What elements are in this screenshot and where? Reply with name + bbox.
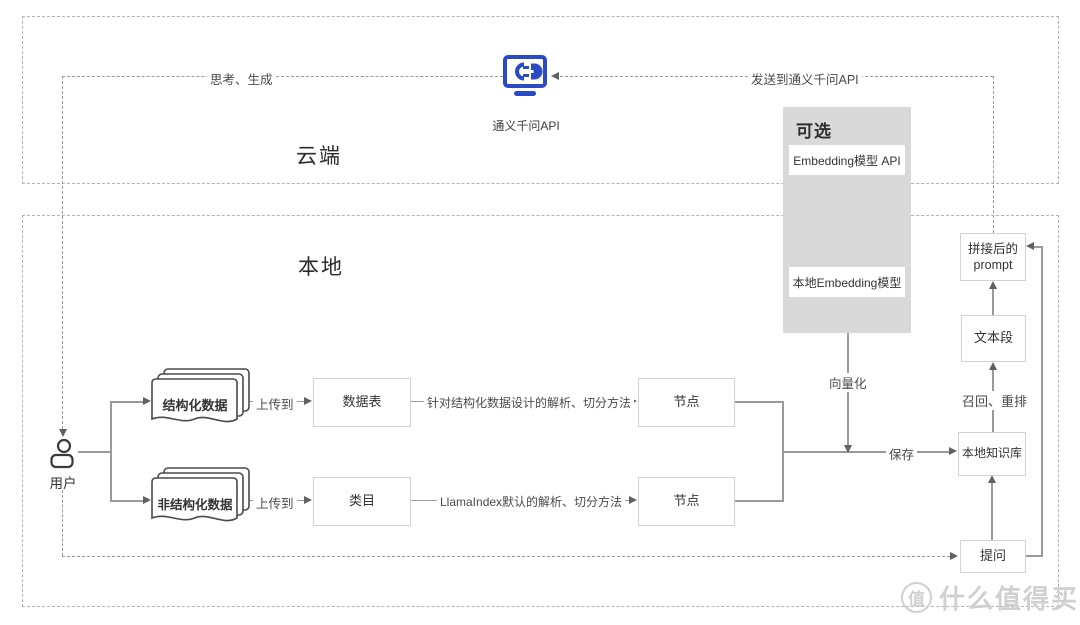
arrow-right-icon	[143, 496, 151, 504]
knowledge-base-box: 本地知识库	[958, 432, 1026, 476]
edge-label-upload-top: 上传到	[253, 394, 297, 413]
data-table-label: 数据表	[342, 394, 382, 410]
arrow-left-icon	[1026, 242, 1034, 250]
node-bottom-box: 节点	[638, 477, 735, 526]
connector-question-right	[1026, 555, 1042, 557]
cloud-region	[22, 16, 1059, 184]
prompt-box: 拼接后的 prompt	[960, 233, 1026, 281]
optional-panel-title: 可选	[796, 122, 832, 141]
text-segment-label: 文本段	[973, 330, 1013, 346]
connector-into-prompt	[1034, 246, 1042, 248]
connector-question-to-kb	[991, 483, 993, 540]
arrow-right-icon	[304, 397, 312, 405]
prompt-label-line1: 拼接后的	[967, 241, 1018, 256]
connector-user-right	[78, 451, 110, 453]
arrow-down-icon	[59, 429, 67, 437]
cloud-region-label: 云端	[296, 145, 342, 168]
arrow-up-icon	[989, 362, 997, 370]
edge-label-structured-parse: 针对结构化数据设计的解析、切分方法	[424, 394, 635, 411]
connector-text-to-prompt	[992, 288, 994, 315]
local-embedding-item: 本地Embedding模型	[789, 267, 905, 297]
structured-data-label: 结构化数据	[162, 398, 228, 413]
connector-branch-vertical	[110, 401, 112, 501]
connector-think-generate	[62, 76, 503, 77]
arrow-down-icon	[844, 445, 852, 453]
structured-data-stack-icon	[142, 368, 254, 432]
unstructured-data-stack-icon	[142, 467, 254, 531]
edge-label-vectorize: 向量化	[826, 373, 870, 392]
knowledge-base-label: 本地知识库	[961, 446, 1022, 461]
arrow-right-icon	[143, 397, 151, 405]
edge-label-default-parse: LlamaIndex默认的解析、切分方法	[437, 493, 626, 510]
connector-branch-top	[110, 401, 144, 403]
connector-save	[782, 451, 950, 453]
edge-label-send-to-api: 发送到通义千问API	[748, 69, 862, 88]
watermark-text: 什么值得买	[939, 584, 1080, 614]
connector-user-down	[62, 490, 63, 556]
node-top-box: 节点	[638, 378, 735, 427]
user-label: 用户	[49, 476, 77, 491]
prompt-label-line2: prompt	[973, 258, 1013, 272]
connector-branch-bottom	[110, 500, 144, 502]
optional-panel: 可选 Embedding模型 API 本地Embedding模型	[783, 107, 911, 333]
arrow-up-icon	[989, 281, 997, 289]
data-table-box: 数据表	[313, 378, 411, 427]
arrow-right-icon	[629, 496, 637, 504]
watermark: 值 什么值得买	[901, 579, 1079, 616]
connector-prompt-up	[993, 76, 994, 233]
question-box: 提问	[960, 540, 1026, 573]
watermark-badge: 值	[901, 582, 932, 613]
text-segment-box: 文本段	[961, 315, 1026, 362]
api-label: 通义千问API	[492, 119, 560, 133]
edge-label-think-generate: 思考、生成	[207, 69, 276, 88]
embedding-api-item: Embedding模型 API	[789, 145, 905, 175]
local-region-label: 本地	[298, 256, 344, 279]
connector-cloud-to-user	[62, 76, 63, 429]
arrow-right-icon	[949, 447, 957, 455]
edge-label-upload-bottom: 上传到	[253, 493, 297, 512]
arrow-right-icon	[950, 552, 958, 560]
arrow-up-icon	[988, 475, 996, 483]
arrow-left-icon	[551, 72, 559, 80]
node-top-label: 节点	[673, 394, 700, 410]
api-plug-icon	[502, 54, 548, 100]
connector-user-to-question	[62, 556, 950, 557]
unstructured-data-label: 非结构化数据	[157, 498, 233, 512]
arrow-right-icon	[304, 496, 312, 504]
category-box: 类目	[313, 477, 411, 526]
connector-node-bottom-out	[735, 500, 783, 502]
connector-node-top-out	[735, 401, 783, 403]
category-label: 类目	[348, 493, 375, 509]
edge-label-save: 保存	[886, 444, 918, 463]
edge-label-recall-rerank: 召回、重排	[959, 391, 1031, 410]
node-bottom-label: 节点	[673, 493, 700, 509]
user-icon	[48, 438, 78, 469]
question-label: 提问	[979, 548, 1006, 564]
connector-question-up	[1041, 246, 1043, 557]
local-region	[22, 215, 1059, 607]
